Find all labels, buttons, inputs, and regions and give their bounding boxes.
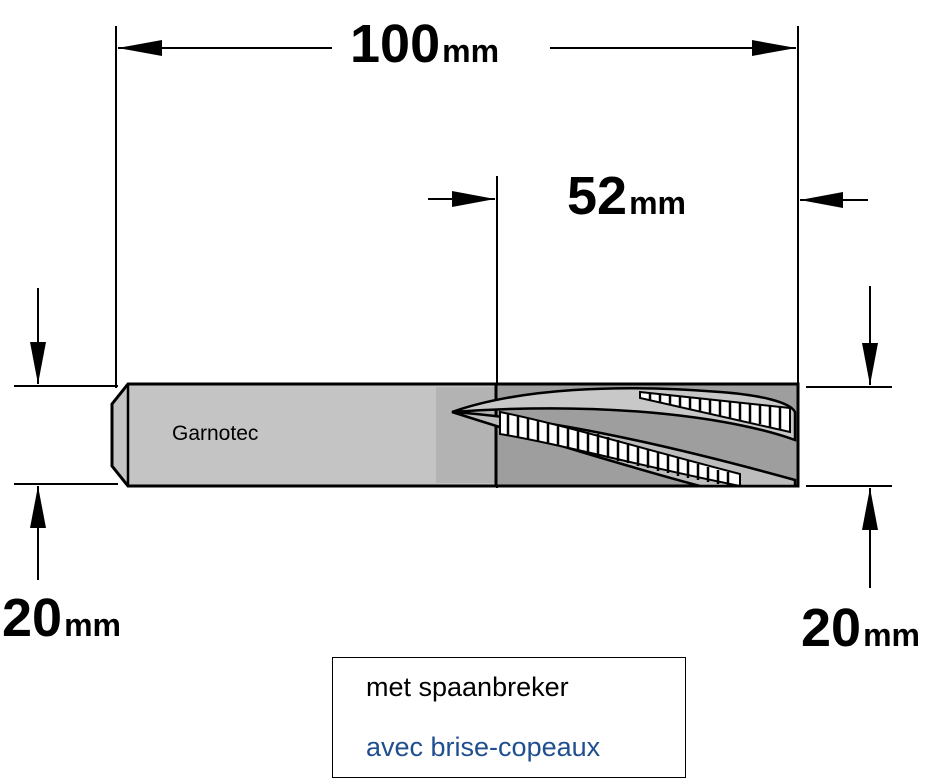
dimension-shank-diameter: 20mm	[2, 288, 121, 648]
arrowhead-left	[118, 40, 162, 56]
svg-text:100mm: 100mm	[350, 14, 499, 74]
extension-lines	[14, 26, 892, 488]
arrowhead-cutting-end	[800, 192, 843, 208]
brand-label: Garnotec	[172, 422, 258, 445]
dimension-cutting-length: 52mm	[428, 166, 868, 226]
svg-text:20mm: 20mm	[801, 598, 920, 658]
cutting-length-value: 52	[567, 166, 627, 226]
cutting-length-unit: mm	[629, 185, 686, 221]
arrowhead-cutting-start	[452, 191, 495, 207]
cutting-diameter-unit: mm	[863, 617, 920, 653]
shank-diameter-unit: mm	[64, 607, 121, 643]
dimension-cutting-diameter: 20mm	[801, 286, 920, 658]
shank-diameter-value: 20	[2, 588, 62, 648]
legend-line-french: avec brise-copeaux	[366, 732, 601, 762]
svg-text:20mm: 20mm	[2, 588, 121, 648]
chipbreaker-lower	[499, 410, 741, 488]
arrowhead-right	[752, 40, 796, 56]
svg-text:52mm: 52mm	[567, 166, 686, 226]
cutting-diameter-value: 20	[801, 598, 861, 658]
dimension-total-length: 100mm	[118, 14, 796, 74]
total-length-value: 100	[350, 14, 440, 74]
legend-box: met spaanbreker avec brise-copeaux	[332, 657, 686, 778]
legend-line-dutch: met spaanbreker	[366, 672, 569, 702]
total-length-unit: mm	[442, 33, 499, 69]
router-bit: Garnotec	[110, 382, 800, 488]
